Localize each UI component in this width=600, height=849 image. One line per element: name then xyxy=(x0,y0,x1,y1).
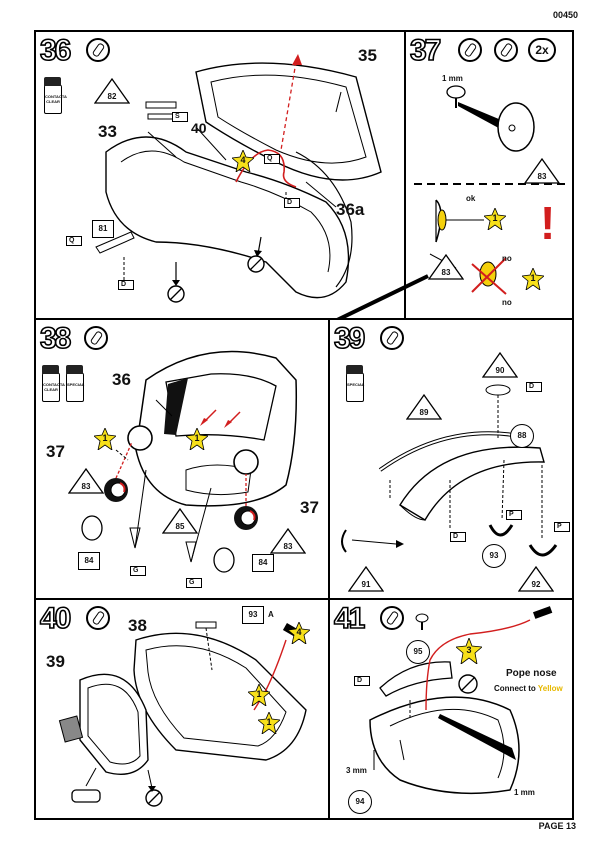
quantity-badge: 2x xyxy=(528,38,556,62)
paint-code-1: 1 xyxy=(247,682,271,707)
marker-83-right: 83 xyxy=(270,528,306,554)
document-number: 00450 xyxy=(552,10,578,20)
car-front-drawing xyxy=(81,350,298,573)
note-title: Pope nose xyxy=(506,668,557,679)
dimension-label: 1 mm xyxy=(442,74,463,83)
marker-81: 81 xyxy=(92,220,114,238)
interior-drawing xyxy=(58,621,307,807)
part-36a-label: 36a xyxy=(336,200,365,219)
letter-d: D xyxy=(354,676,370,686)
marker-94: 94 xyxy=(348,790,372,814)
no-label: no xyxy=(502,254,512,263)
dimension-3mm: 3 mm xyxy=(346,766,367,775)
marker-92: 92 xyxy=(518,566,554,592)
marker-93: 93 xyxy=(482,544,506,568)
part-37-label-2: 37 xyxy=(300,498,319,517)
marker-83: 83 xyxy=(524,158,560,184)
marker-84-left: 84 xyxy=(78,552,100,570)
no-label-2: no xyxy=(502,298,512,307)
letter-g-2: G xyxy=(186,578,202,588)
marker-95: 95 xyxy=(406,640,430,664)
part-40-label: 40 xyxy=(191,120,207,136)
glue-icon xyxy=(86,38,110,62)
warning-mark: ! xyxy=(540,197,556,249)
paint-code-1-b: 1 xyxy=(257,710,281,735)
paint-jar-icon: SPECIAL xyxy=(346,365,364,402)
marker-85: 85 xyxy=(162,508,198,534)
glue-icon xyxy=(458,38,482,62)
marker-89: 89 xyxy=(406,394,442,420)
step-36-panel: 36 CONTACTA CLEAR xyxy=(34,30,406,320)
marker-91: 91 xyxy=(348,566,384,592)
step-37-panel: 37 2x 1 mm xyxy=(404,30,574,320)
glue-icon xyxy=(86,606,110,630)
marker-90: 90 xyxy=(482,352,518,378)
part-35-label: 35 xyxy=(358,46,377,65)
step-number: 41 xyxy=(333,602,366,635)
letter-q: Q xyxy=(264,154,280,164)
letter-d: D xyxy=(526,382,542,392)
step-number: 40 xyxy=(39,602,72,635)
glue-icon xyxy=(84,326,108,350)
marker-93a: 93 xyxy=(242,606,264,624)
tail-drawing xyxy=(369,606,553,795)
letter-d: D xyxy=(284,198,300,208)
letter-q-2: Q xyxy=(66,236,82,246)
step-41-panel: 41 3 95 94 xyxy=(328,598,574,820)
pin-icon xyxy=(494,38,518,62)
page-number: PAGE 13 xyxy=(538,821,576,831)
paint-code-4: 4 xyxy=(287,620,311,645)
paint-jar-icon-2: SPECIAL xyxy=(66,365,84,402)
letter-g: G xyxy=(130,566,146,576)
letter-p: P xyxy=(506,510,522,520)
glue-icon xyxy=(380,606,404,630)
paint-code-3: 3 xyxy=(455,636,483,665)
ok-label: ok xyxy=(466,194,476,203)
step-number: 39 xyxy=(333,322,366,355)
part-36-label: 36 xyxy=(112,370,131,389)
marker-84-right: 84 xyxy=(252,554,274,572)
letter-s: S xyxy=(172,112,188,122)
part-38-label: 38 xyxy=(128,616,147,635)
paint-code-1: 1 xyxy=(93,426,117,451)
paint-jar-icon: CONTACTA CLEAR xyxy=(44,77,67,114)
letter-p-2: P xyxy=(554,522,570,532)
marker-82: 82 xyxy=(94,78,130,104)
part-37-label: 37 xyxy=(46,442,65,461)
step-40-panel: 40 38 39 93 xyxy=(34,598,330,820)
fender-drawing xyxy=(341,384,558,557)
part-39-label: 39 xyxy=(46,652,65,671)
paint-code-1: 1 xyxy=(483,206,507,231)
note-connect: Connect to xyxy=(494,684,536,693)
note-line: Connect to Yellow xyxy=(494,684,563,693)
letter-d-2: D xyxy=(450,532,466,542)
marker-83-left: 83 xyxy=(68,468,104,494)
step-38-panel: 38 CONTACTA CLEAR SPECIAL xyxy=(34,318,330,600)
note-color: Yellow xyxy=(537,684,563,693)
paint-code-1-b: 1 xyxy=(521,266,545,291)
step-number: 36 xyxy=(39,34,72,67)
letter-d-2: D xyxy=(118,280,134,290)
marker-88: 88 xyxy=(510,424,534,448)
paint-jar-icon: CONTACTA CLEAR xyxy=(42,365,65,402)
marker-93a-suffix: A xyxy=(268,610,274,619)
paint-code-4: 4 xyxy=(231,148,255,173)
assembly-drawing xyxy=(95,54,382,303)
paint-code-1-b: 1 xyxy=(185,426,209,451)
step-39-panel: 39 SPECIAL xyxy=(328,318,574,600)
glue-icon xyxy=(380,326,404,350)
part-33-label: 33 xyxy=(98,122,117,141)
step-number: 38 xyxy=(39,322,72,355)
marker-83-bottom: 83 xyxy=(428,254,464,280)
paint-jar-label: CONTACTA CLEAR xyxy=(45,94,67,104)
lens-drawing xyxy=(414,85,568,295)
step-number: 37 xyxy=(409,34,442,67)
dimension-1mm: 1 mm xyxy=(514,788,535,797)
